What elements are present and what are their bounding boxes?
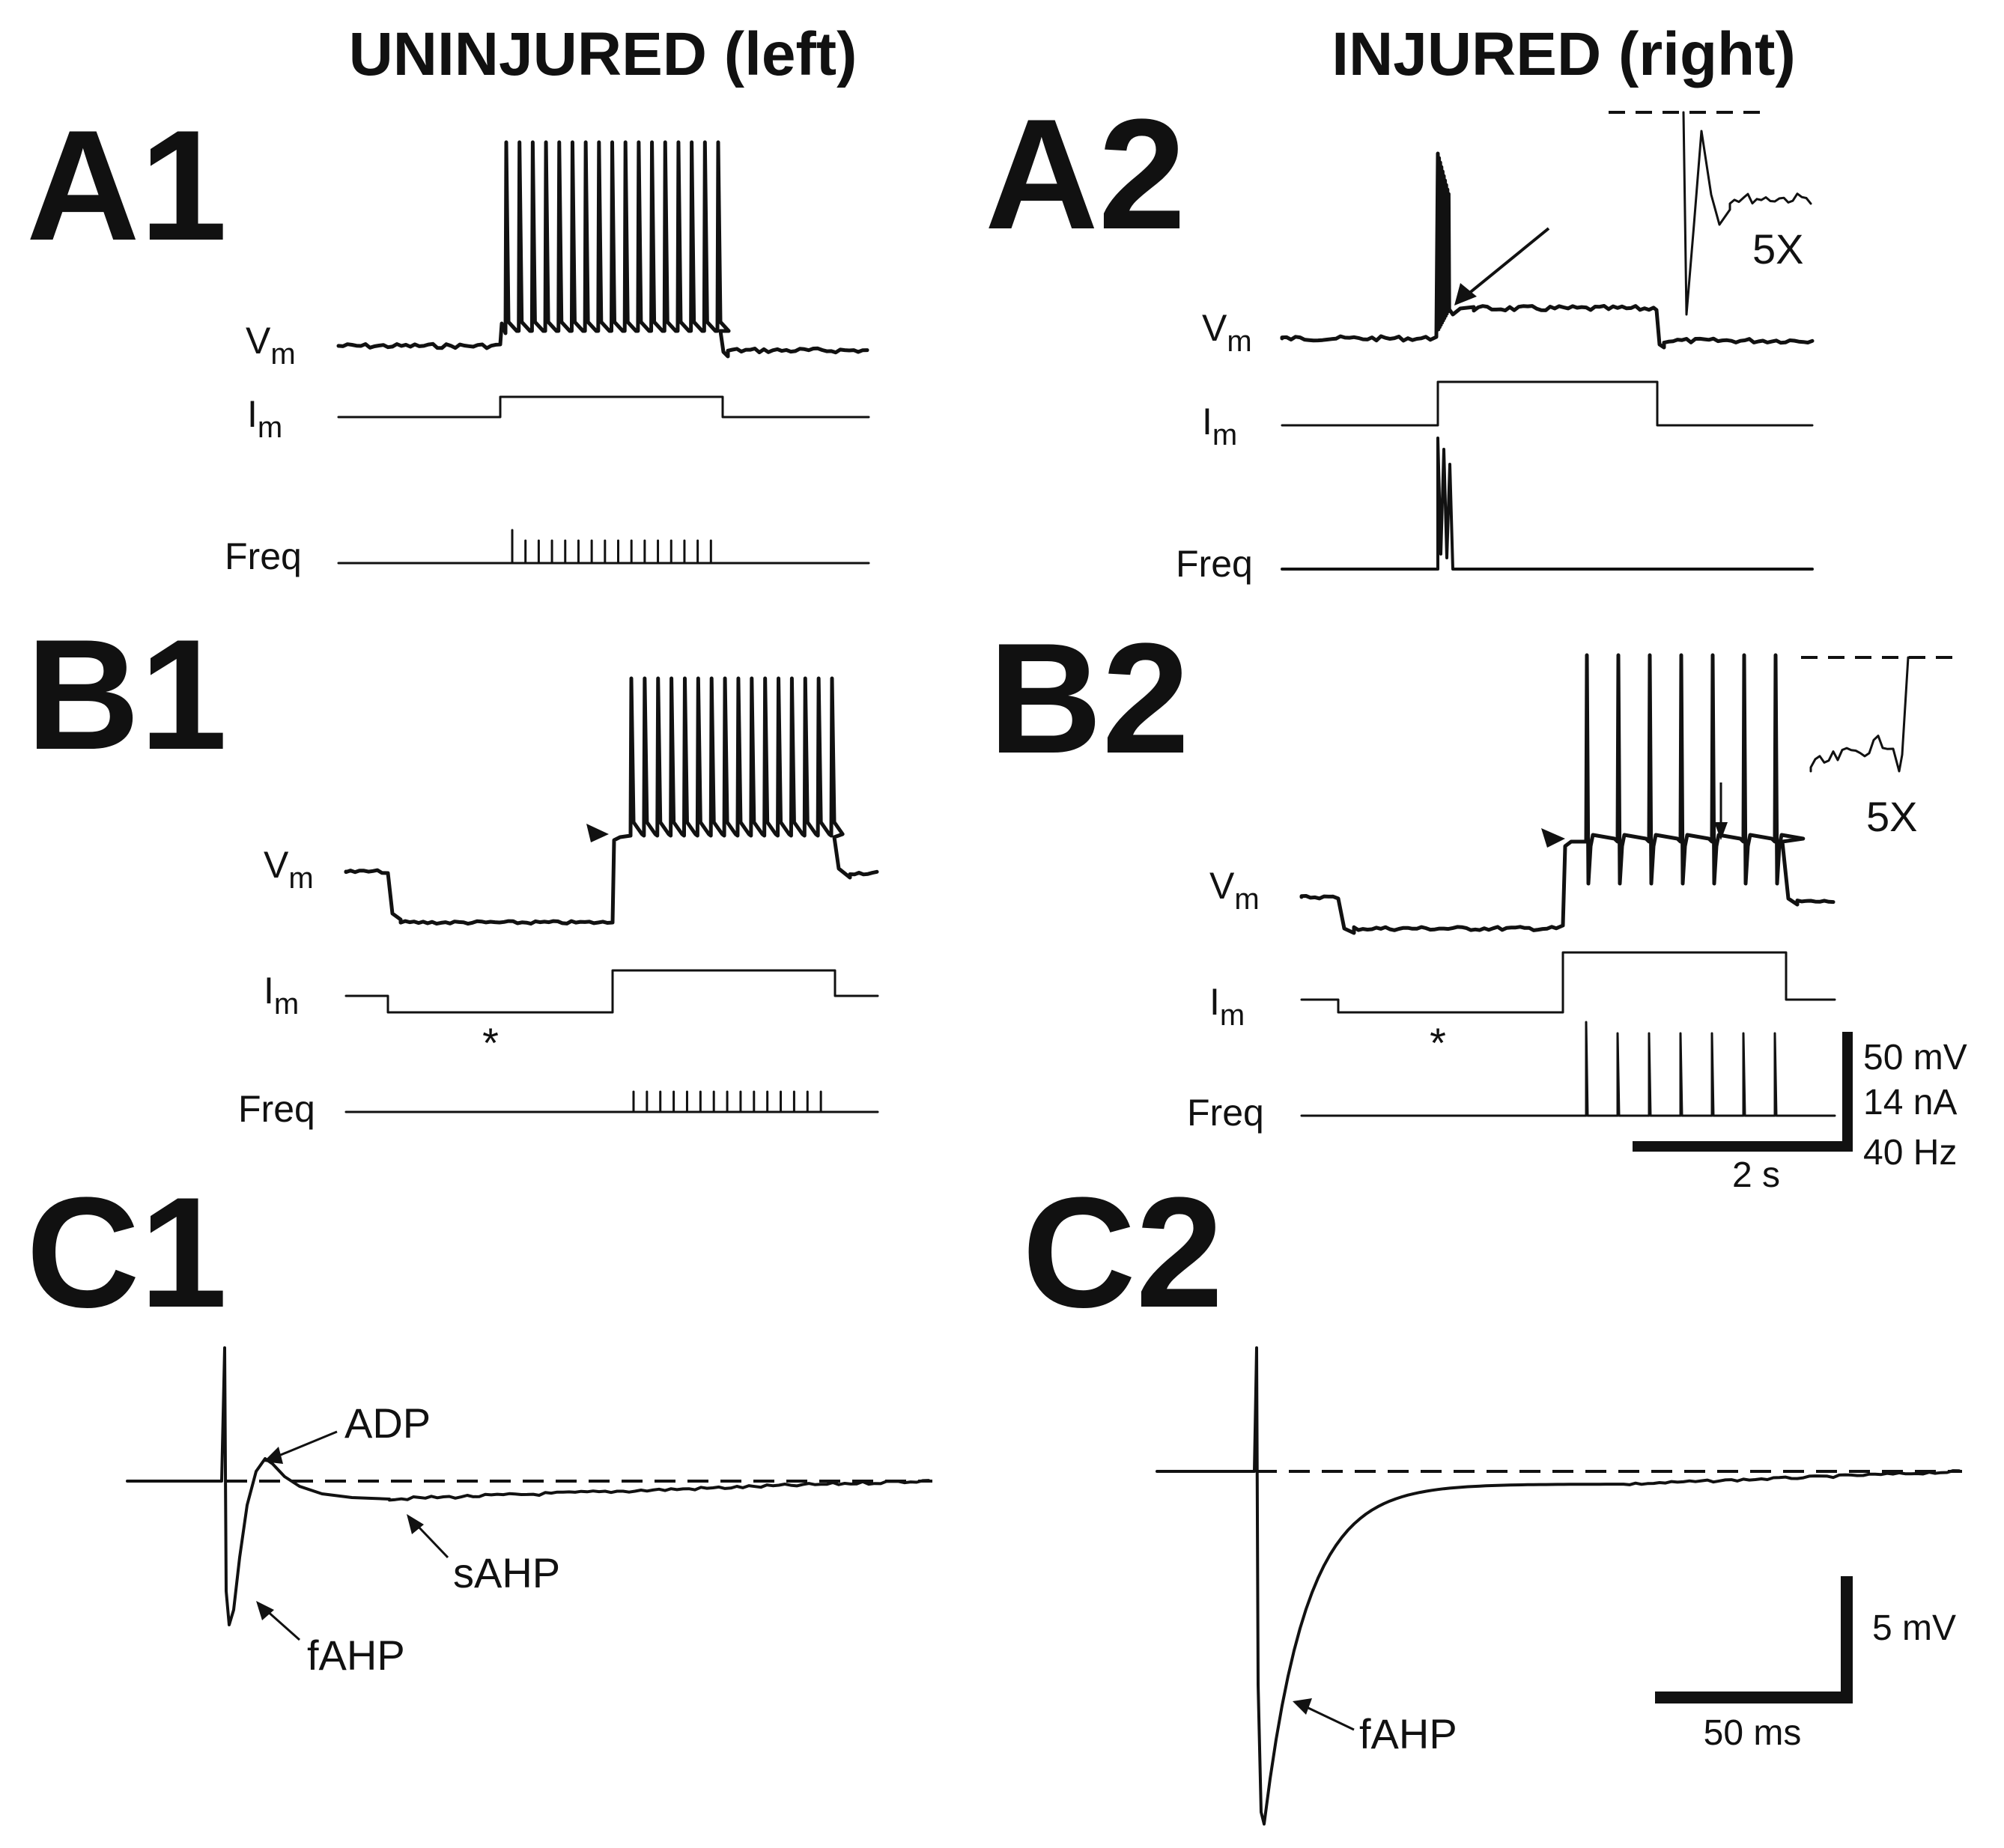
c1-sahp-label: sAHP	[453, 1549, 560, 1596]
a2-arrow-icon	[1454, 227, 1550, 306]
b1-freq-trace	[344, 1090, 879, 1113]
c2-scale-bar-vertical	[1841, 1576, 1853, 1703]
b1-im-trace	[344, 969, 879, 1014]
a1-im-label: Im	[247, 393, 282, 444]
b2-freq-trace	[1300, 1021, 1836, 1117]
c2-scale-voltage: 5 mV	[1872, 1608, 1956, 1648]
panel-a2: Vm Im Freq 5X	[1176, 111, 1815, 585]
c2-fahp-arrow-icon	[1293, 1698, 1355, 1731]
b1-arrowhead-icon	[586, 824, 609, 842]
a2-inset-scale-label: 5X	[1752, 225, 1804, 273]
panel-label-c1: C1	[26, 1164, 227, 1340]
panel-c2: fAHP 5 mV 50 ms	[1156, 1346, 1962, 1826]
b2-hyperpolarization-marker: *	[1430, 1019, 1446, 1066]
c2-fahp-label: fAHP	[1359, 1710, 1457, 1757]
panel-b1: Vm Im Freq *	[238, 676, 879, 1130]
panel-c1: ADP sAHP fAHP	[126, 1346, 932, 1679]
b1-vm-trace	[344, 676, 879, 926]
b1-vm-label: Vm	[264, 844, 314, 895]
a2-freq-label: Freq	[1176, 543, 1253, 585]
c1-sahp-arrow-icon	[407, 1514, 449, 1559]
b1-hyperpolarization-marker: *	[482, 1019, 499, 1066]
c1-ahp-trace	[126, 1346, 930, 1626]
c2-scale-bar-horizontal	[1655, 1692, 1853, 1703]
a2-vm-label: Vm	[1202, 307, 1252, 358]
panel-label-b1: B1	[26, 607, 227, 782]
b2-scale-current: 14 nA	[1863, 1083, 1957, 1122]
a2-inset-trace	[1682, 111, 1812, 316]
c1-adp-label: ADP	[344, 1399, 431, 1447]
b2-scale-frequency: 40 Hz	[1863, 1133, 1957, 1173]
b2-down-arrow-icon	[1714, 782, 1728, 840]
panel-label-a1: A1	[26, 97, 227, 273]
panel-label-a2: A2	[985, 86, 1185, 262]
a1-vm-label: Vm	[246, 320, 296, 371]
a2-im-label: Im	[1202, 401, 1237, 452]
b2-arrowhead-icon	[1541, 828, 1565, 848]
c2-scale-bar: 5 mV 50 ms	[1655, 1576, 1956, 1753]
header-injured: INJURED (right)	[1332, 20, 1796, 88]
b2-scale-time: 2 s	[1732, 1155, 1780, 1195]
b2-scale-voltage: 50 mV	[1863, 1038, 1967, 1078]
a2-freq-trace	[1281, 437, 1814, 571]
b2-freq-label: Freq	[1187, 1092, 1264, 1134]
panel-label-b2: B2	[989, 610, 1189, 786]
a1-im-trace	[337, 395, 870, 419]
c1-fahp-label: fAHP	[307, 1632, 405, 1679]
b2-scale-bar-horizontal	[1633, 1141, 1853, 1152]
b1-freq-label: Freq	[238, 1088, 315, 1130]
b2-scale-bar-vertical	[1842, 1032, 1853, 1152]
b2-scale-bar: 50 mV 14 nA 40 Hz 2 s	[1633, 1032, 1967, 1195]
c1-fahp-arrow-icon	[256, 1601, 300, 1641]
c2-scale-time: 50 ms	[1704, 1713, 1802, 1753]
panel-label-c2: C2	[1022, 1164, 1223, 1340]
a1-vm-trace	[336, 140, 869, 359]
panel-b2: Vm Im Freq * 5X 50 mV 14 nA 40 Hz 2 s	[1187, 653, 1967, 1195]
b2-vm-label: Vm	[1209, 865, 1260, 916]
c2-ahp-trace	[1156, 1346, 1961, 1826]
header-uninjured: UNINJURED (left)	[349, 20, 857, 88]
b2-vm-trace	[1299, 653, 1836, 935]
b2-inset-scale-label: 5X	[1866, 793, 1918, 840]
b2-inset-trace	[1809, 656, 1913, 773]
a2-im-trace	[1281, 380, 1814, 427]
c1-adp-arrow-icon	[264, 1430, 338, 1464]
b2-im-trace	[1300, 951, 1836, 1014]
panel-a1: Vm Im Freq	[225, 140, 870, 577]
b1-im-label: Im	[264, 970, 299, 1021]
a1-freq-label: Freq	[225, 535, 302, 577]
a2-vm-trace	[1280, 151, 1815, 350]
a1-freq-trace	[337, 529, 870, 565]
b2-im-label: Im	[1209, 981, 1245, 1032]
